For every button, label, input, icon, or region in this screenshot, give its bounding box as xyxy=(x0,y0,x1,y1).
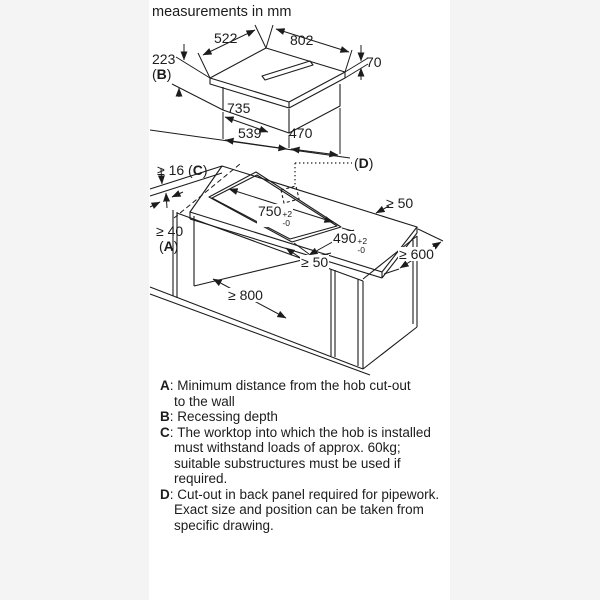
legend-item-B: B: Recessing depth xyxy=(160,409,278,424)
legend-item-C-cont: suitable substructures must be used if xyxy=(174,455,401,471)
dim-735: 735 xyxy=(227,100,251,116)
hob-cutout xyxy=(209,172,341,242)
cabinet-partition xyxy=(331,269,335,357)
dim-600: ≥ 600 xyxy=(398,246,435,262)
legend-item-D: D: Cut-out in back panel required for pi… xyxy=(160,486,440,502)
cabinet-end-panel xyxy=(363,236,417,369)
wall-plane-line xyxy=(174,164,240,218)
dim-539: 539 xyxy=(238,125,262,141)
hob-drawing xyxy=(150,25,368,158)
dim-750: 750+2-0 xyxy=(257,203,294,228)
dim-470: 470 xyxy=(289,125,313,141)
legend-item-C: C: The worktop into which the hob is ins… xyxy=(160,424,431,440)
cabinet-left-panel xyxy=(173,210,177,298)
dim-223: 223 xyxy=(152,51,176,67)
document-page xyxy=(149,0,450,600)
legend-item-D-cont: Exact size and position can be taken fro… xyxy=(174,502,424,517)
key-A: (A) xyxy=(159,238,179,254)
legend-item-C-cont: required. xyxy=(174,471,228,486)
dim-16-C: ≥ 16 (C) xyxy=(157,162,208,178)
dim-50-rear: ≥ 50 xyxy=(386,195,414,211)
legend: A: Minimum distance from the hob cut-out… xyxy=(160,378,450,533)
vent-slot xyxy=(262,61,313,80)
legend-item-D-cont: specific drawing. xyxy=(174,517,274,533)
dim-70: 70 xyxy=(366,54,382,70)
dim-800: ≥ 800 xyxy=(227,287,264,303)
pipework-leader xyxy=(295,163,352,186)
dim-522: 522 xyxy=(214,30,238,46)
worktop-cabinet-drawing xyxy=(150,163,443,375)
key-B: (B) xyxy=(152,66,172,82)
dim-802: 802 xyxy=(290,32,314,48)
page-title: measurements in mm xyxy=(152,4,292,20)
key-D: (D) xyxy=(354,155,374,171)
legend-item-A: A: Minimum distance from the hob cut-out xyxy=(160,378,411,393)
dim-40: ≥ 40 xyxy=(156,223,184,239)
legend-item-C-cont: must withstand loads of approx. 60kg; xyxy=(174,440,401,455)
legend-item-A-cont: to the wall xyxy=(174,393,235,409)
dim-50-side: ≥ 50 xyxy=(300,254,330,270)
dim-490: 490+2-0 xyxy=(332,230,369,255)
plinth-line xyxy=(150,287,370,375)
